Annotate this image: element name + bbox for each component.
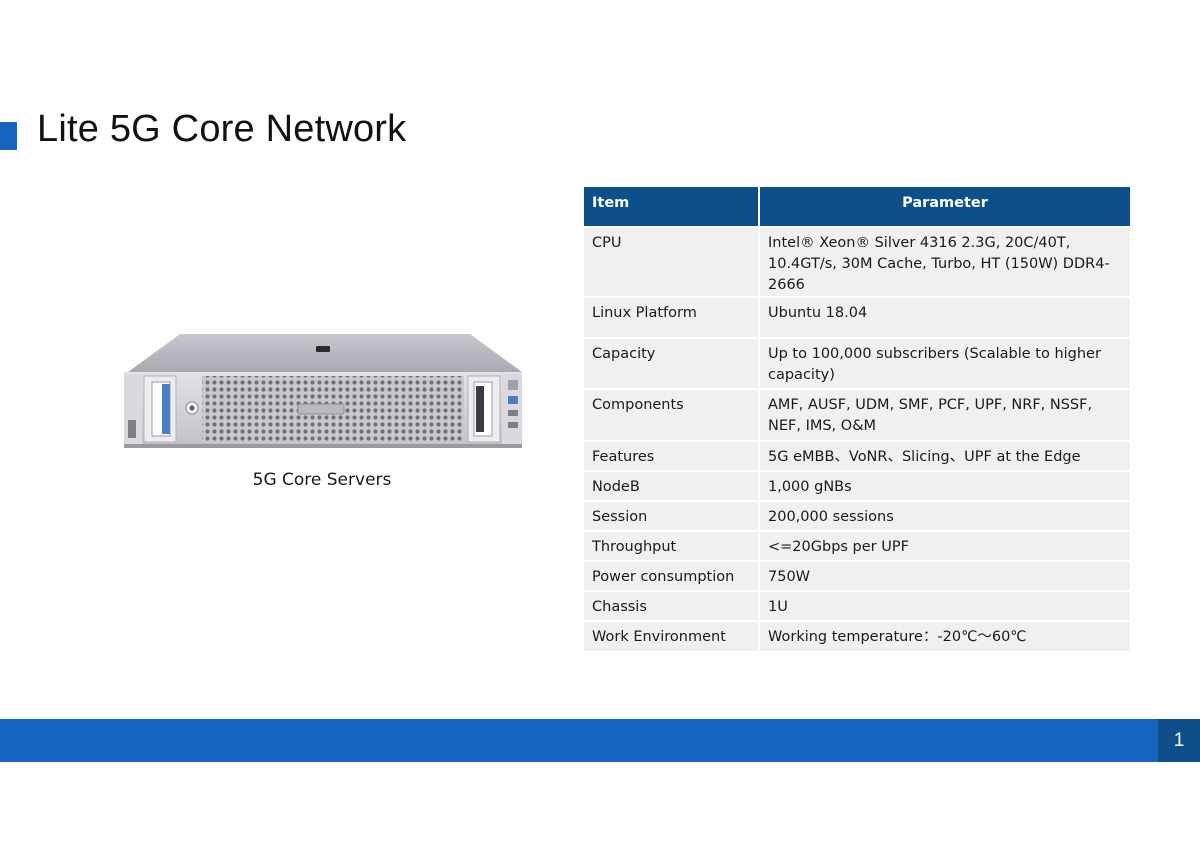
footer-bar xyxy=(0,719,1158,762)
parameter-cell: 750W xyxy=(759,560,1130,591)
table-row: Features 5G eMBB、VoNR、Slicing、UPF at the… xyxy=(584,440,1130,471)
item-cell: Linux Platform xyxy=(584,296,760,338)
table-row: Capacity Up to 100,000 subscribers (Scal… xyxy=(584,337,1130,389)
column-header-item: Item xyxy=(584,187,760,227)
rack-server-icon xyxy=(120,330,528,455)
table-row: NodeB 1,000 gNBs xyxy=(584,470,1130,501)
table-header-row: Item Parameter xyxy=(584,187,1130,227)
item-cell: NodeB xyxy=(584,470,760,501)
parameter-cell: 1,000 gNBs xyxy=(759,470,1130,501)
parameter-cell: <=20Gbps per UPF xyxy=(759,530,1130,561)
item-cell: CPU xyxy=(584,226,760,297)
table-row: CPU Intel® Xeon® Silver 4316 2.3G, 20C/4… xyxy=(584,226,1130,297)
page-number: 1 xyxy=(1158,719,1200,762)
item-cell: Features xyxy=(584,440,760,471)
item-cell: Work Environment xyxy=(584,620,760,651)
parameter-cell: 200,000 sessions xyxy=(759,500,1130,531)
table-row: Throughput <=20Gbps per UPF xyxy=(584,530,1130,561)
parameter-cell: AMF, AUSF, UDM, SMF, PCF, UPF, NRF, NSSF… xyxy=(759,388,1130,441)
item-cell: Components xyxy=(584,388,760,441)
item-cell: Session xyxy=(584,500,760,531)
table-row: Components AMF, AUSF, UDM, SMF, PCF, UPF… xyxy=(584,388,1130,441)
table-row: Chassis 1U xyxy=(584,590,1130,621)
parameter-cell: 5G eMBB、VoNR、Slicing、UPF at the Edge xyxy=(759,440,1130,471)
parameter-cell: 1U xyxy=(759,590,1130,621)
table-row: Linux Platform Ubuntu 18.04 xyxy=(584,296,1130,338)
item-cell: Power consumption xyxy=(584,560,760,591)
table-row: Session 200,000 sessions xyxy=(584,500,1130,531)
slide-title: Lite 5G Core Network xyxy=(37,108,407,150)
column-header-parameter: Parameter xyxy=(759,187,1130,227)
parameter-cell: Working temperature：-20℃～60℃ xyxy=(759,620,1130,651)
parameter-cell: Ubuntu 18.04 xyxy=(759,296,1130,338)
parameter-cell: Intel® Xeon® Silver 4316 2.3G, 20C/40T, … xyxy=(759,226,1130,297)
item-cell: Chassis xyxy=(584,590,760,621)
parameter-cell: Up to 100,000 subscribers (Scalable to h… xyxy=(759,337,1130,389)
table-row: Work Environment Working temperature：-20… xyxy=(584,620,1130,651)
title-accent-marker xyxy=(0,122,17,150)
table-row: Power consumption 750W xyxy=(584,560,1130,591)
server-image-caption: 5G Core Servers xyxy=(252,470,392,490)
specification-table: Item Parameter CPU Intel® Xeon® Silver 4… xyxy=(584,187,1130,651)
item-cell: Capacity xyxy=(584,337,760,389)
item-cell: Throughput xyxy=(584,530,760,561)
